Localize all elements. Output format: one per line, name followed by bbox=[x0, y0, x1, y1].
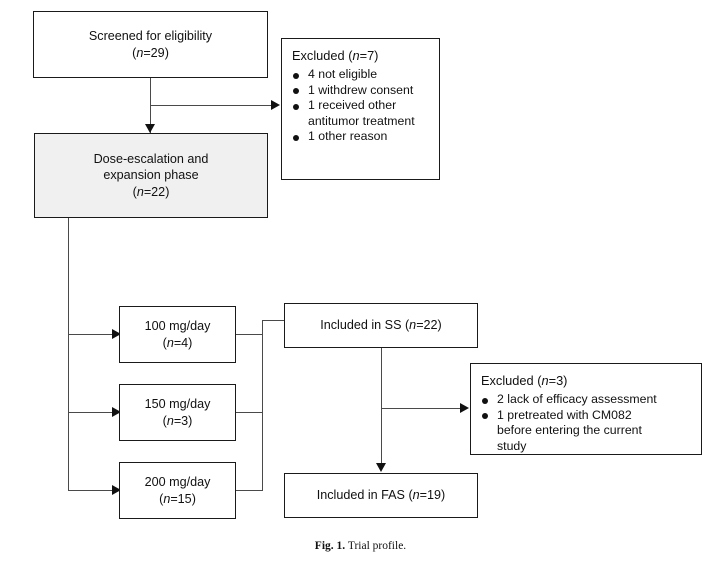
included-ss-label: Included in SS (n=22) bbox=[320, 318, 442, 333]
list-item: 4 not eligible bbox=[291, 67, 431, 83]
dose-100-label: 100 mg/day bbox=[144, 319, 211, 333]
node-included-in-fas: Included in FAS (n=19) bbox=[284, 473, 478, 518]
list-item: 1 withdrew consent bbox=[291, 83, 431, 99]
node-dose-200: 200 mg/day (n=15) bbox=[119, 462, 236, 519]
node-included-in-ss: Included in SS (n=22) bbox=[284, 303, 478, 348]
connector-dose-merge-bus bbox=[262, 320, 264, 491]
dose-100-count: (n=4) bbox=[162, 335, 193, 350]
node-dose-100: 100 mg/day (n=4) bbox=[119, 306, 236, 363]
phase-line-2: expansion phase bbox=[103, 168, 199, 183]
dose-200-count: (n=15) bbox=[159, 491, 196, 506]
connector-ss-to-fas bbox=[381, 348, 383, 465]
connector-merge-to-ss bbox=[262, 320, 285, 322]
connector-dose-150-out bbox=[236, 412, 263, 414]
arrowhead-into-dose-100 bbox=[112, 328, 121, 339]
node-excluded-screening: Excluded (n=7) 4 not eligible 1 withdrew… bbox=[281, 38, 440, 180]
phase-count: (n=22) bbox=[132, 184, 170, 199]
connector-to-dose-100 bbox=[68, 334, 113, 336]
figure-caption: Fig. 1. Trial profile. bbox=[0, 540, 721, 552]
dose-150-count: (n=3) bbox=[162, 413, 193, 428]
node-dose-150: 150 mg/day (n=3) bbox=[119, 384, 236, 441]
arrowhead-into-dose-200 bbox=[112, 484, 121, 495]
list-item: 1 other reason bbox=[291, 129, 431, 145]
arrowhead-into-dose-150 bbox=[112, 406, 121, 417]
dose-200-label: 200 mg/day bbox=[144, 475, 211, 489]
connector-to-dose-200 bbox=[68, 490, 113, 492]
excluded-screening-title: Excluded (n=7) bbox=[292, 48, 379, 63]
node-dose-escalation-expansion-phase: Dose-escalation and expansion phase (n=2… bbox=[34, 133, 268, 218]
dose-150-label: 150 mg/day bbox=[144, 397, 211, 411]
screened-line-1: Screened for eligibility bbox=[88, 29, 213, 43]
excluded-fas-title: Excluded (n=3) bbox=[481, 373, 568, 388]
arrowhead-into-excluded-screening bbox=[271, 99, 280, 110]
arrowhead-into-excluded-fas bbox=[460, 402, 469, 413]
node-screened-for-eligibility: Screened for eligibility (n=29) bbox=[33, 11, 268, 78]
connector-to-excluded-fas bbox=[381, 408, 461, 410]
connector-dose-100-out bbox=[236, 334, 263, 336]
connector-dose-200-out bbox=[236, 490, 263, 492]
node-excluded-fas: Excluded (n=3) 2 lack of efficacy assess… bbox=[470, 363, 702, 455]
screened-count: (n=29) bbox=[132, 45, 169, 60]
phase-line-1: Dose-escalation and bbox=[93, 151, 209, 166]
included-fas-label: Included in FAS (n=19) bbox=[316, 488, 446, 503]
connector-to-dose-150 bbox=[68, 412, 113, 414]
excluded-screening-list: 4 not eligible 1 withdrew consent 1 rece… bbox=[291, 67, 431, 145]
excluded-fas-list: 2 lack of efficacy assessment 1 pretreat… bbox=[480, 392, 693, 454]
arrowhead-into-phase bbox=[144, 124, 155, 133]
list-item: 2 lack of efficacy assessment bbox=[480, 392, 693, 408]
connector-phase-trunk bbox=[68, 218, 70, 491]
figure-caption-text: Trial profile. bbox=[347, 540, 407, 552]
arrowhead-into-fas bbox=[375, 463, 386, 472]
figure-caption-label: Fig. 1. bbox=[314, 540, 346, 552]
connector-to-excluded-screening bbox=[150, 105, 272, 107]
